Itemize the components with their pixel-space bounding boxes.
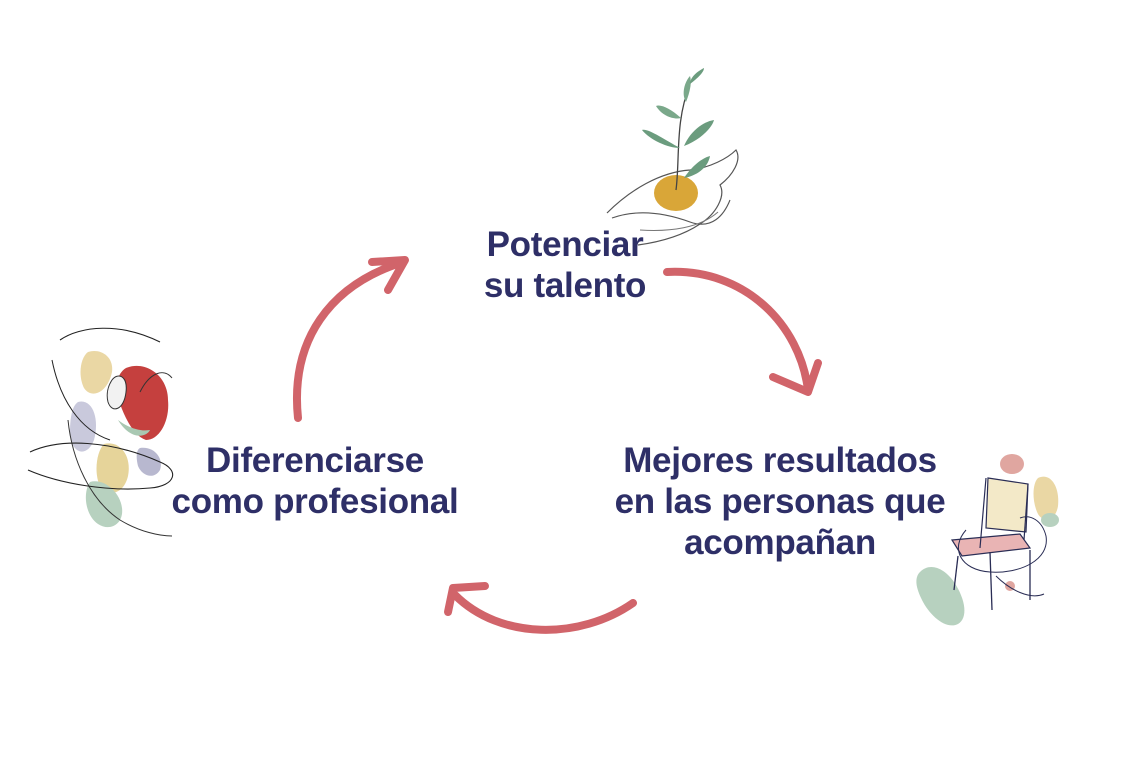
woman-illustration xyxy=(27,327,174,537)
arrow-right-to-left xyxy=(444,582,637,634)
node-diferenciarse: Diferenciarse como profesional xyxy=(135,440,495,522)
node-top-line-1: Potenciar xyxy=(486,225,644,264)
node-right-line-2: en las personas que xyxy=(614,482,946,521)
chair-illustration xyxy=(916,454,1059,626)
arrow-left-to-top xyxy=(293,256,409,422)
hand-sprout-illustration xyxy=(606,68,739,246)
node-right-line-3: acompañan xyxy=(684,523,876,562)
node-potenciar-su-talento: Potenciar su talento xyxy=(415,224,715,306)
arrow-top-to-right xyxy=(663,267,822,396)
node-mejores-resultados: Mejores resultados en las personas que a… xyxy=(585,440,975,563)
node-left-line-2: como profesional xyxy=(171,482,459,521)
node-left-line-1: Diferenciarse xyxy=(206,441,424,480)
node-top-line-2: su talento xyxy=(483,266,647,305)
node-right-line-1: Mejores resultados xyxy=(623,441,937,480)
